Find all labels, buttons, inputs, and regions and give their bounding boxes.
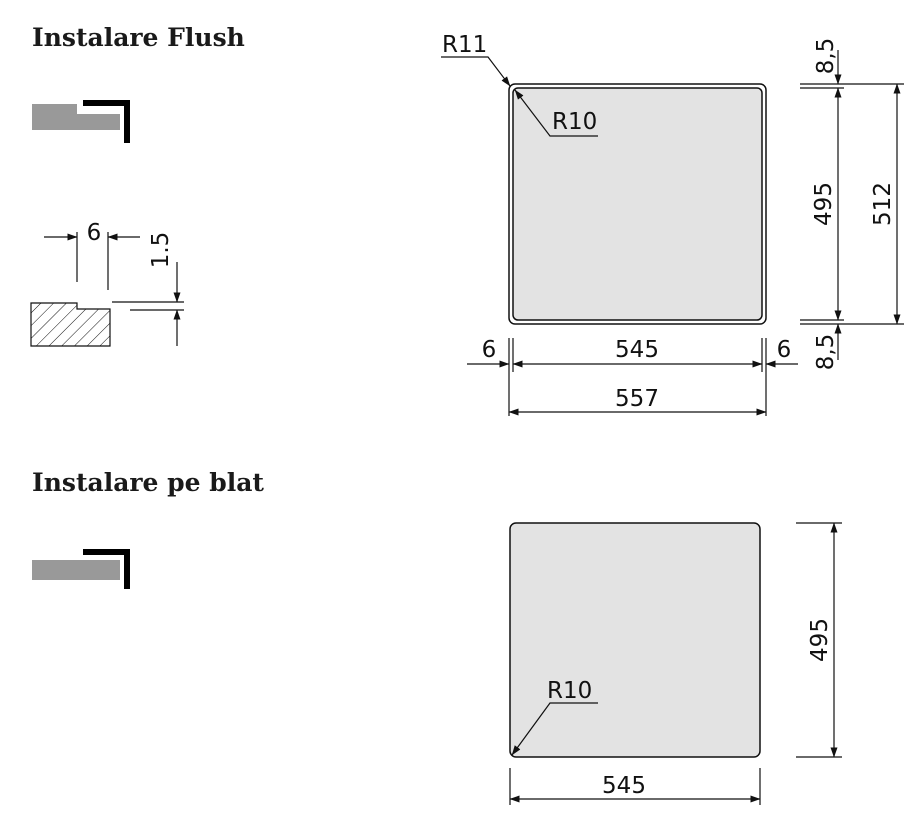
height-label: 495	[807, 618, 833, 662]
radius-outer-label: R11	[442, 32, 487, 58]
margin-bottom-label: 8,5	[813, 334, 839, 371]
sink-outline	[512, 87, 763, 321]
height-outer-label: 512	[870, 182, 896, 226]
width-inner-label: 545	[615, 337, 659, 363]
sink-outline	[509, 522, 761, 758]
counter-install-icon	[32, 549, 130, 589]
counter-sink-drawing: R10 545 495	[509, 522, 842, 805]
recess-width-label: 6	[87, 220, 102, 246]
recess-depth-label: 1.5	[148, 232, 174, 269]
radius-inner-label: R10	[552, 109, 597, 135]
margin-top-label: 8,5	[813, 38, 839, 75]
width-outer-label: 557	[615, 386, 659, 412]
heading-flush-install: Instalare Flush	[32, 23, 245, 52]
flush-sink-drawing: R11 R10 6 545 6 557 8,5 495 8,5	[441, 32, 904, 416]
heading-counter-install: Instalare pe blat	[32, 468, 264, 497]
hatched-section	[30, 302, 111, 347]
width-label: 545	[602, 773, 646, 799]
recess-profile-detail: 6 1.5	[30, 220, 184, 347]
height-inner-label: 495	[811, 182, 837, 226]
margin-right-label: 6	[777, 337, 792, 363]
radius-label: R10	[547, 678, 592, 704]
flush-install-icon	[32, 100, 130, 143]
margin-left-label: 6	[482, 337, 497, 363]
